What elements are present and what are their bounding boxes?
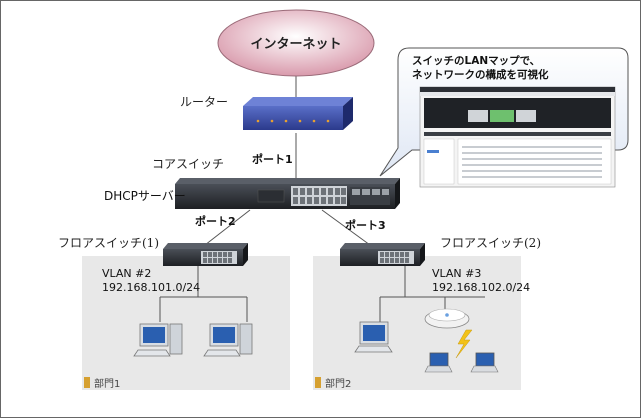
lan-map-screenshot-thumbnail: [419, 86, 616, 188]
router: ルーター: [180, 95, 353, 130]
floor-switch-2-label: フロアスイッチ(2): [440, 236, 541, 250]
floor-switch-2: フロアスイッチ(2): [340, 236, 541, 266]
dept-1-label: 部門1: [94, 377, 120, 390]
pc-icon: [354, 321, 393, 353]
pc-icon: [133, 323, 183, 357]
vlan-3-label: VLAN #3: [432, 267, 481, 280]
floor-switch-1: フロアスイッチ(1): [58, 236, 248, 266]
lightning-icon: [455, 329, 473, 359]
callout-line1: スイッチのLANマップで、: [412, 54, 540, 67]
wireless-access-point-icon: [424, 308, 470, 329]
links: [159, 76, 485, 322]
link-core-floor1: [204, 209, 251, 246]
subnet-1-label: 192.168.101.0/24: [102, 281, 200, 294]
laptop-icon: [470, 352, 499, 373]
internet-cloud: インターネット: [217, 9, 375, 77]
internet-label: インターネット: [250, 37, 341, 52]
port1-label: ポート1: [252, 152, 293, 166]
core-switch-label: コアスイッチ: [152, 157, 224, 171]
floor-switch-1-label: フロアスイッチ(1): [58, 236, 159, 250]
pc-icon: [203, 323, 253, 357]
link-core-floor2: [321, 209, 371, 246]
core-switch-role: DHCPサーバー: [104, 189, 186, 203]
core-switch: コアスイッチ DHCPサーバー: [104, 157, 400, 209]
callout-line2: ネットワークの構成を可視化: [412, 68, 549, 81]
core-switch-ports: [291, 186, 390, 206]
dept-2-label: 部門2: [325, 377, 351, 390]
port2-label: ポート2: [195, 214, 236, 228]
laptop-icon: [424, 352, 453, 373]
port3-label: ポート3: [345, 218, 386, 232]
vlan-2-label: VLAN #2: [102, 267, 151, 280]
router-label: ルーター: [180, 95, 228, 109]
subnet-2-label: 192.168.102.0/24: [432, 281, 530, 294]
dept-area-1: [82, 256, 290, 390]
lan-map-callout: スイッチのLANマップで、 ネットワークの構成を可視化: [379, 47, 629, 188]
